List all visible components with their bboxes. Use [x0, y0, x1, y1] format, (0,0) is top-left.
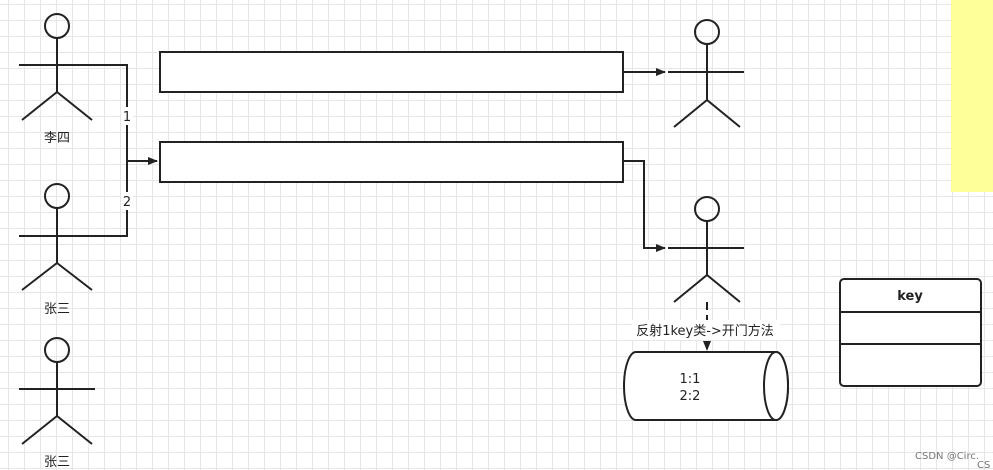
actor-label-zhang-san-1: 张三 [44, 302, 70, 317]
database-line-1: 1:1 [680, 372, 701, 387]
actor-right-leg [56, 262, 93, 291]
class-box-title: key [897, 289, 923, 304]
connector-zhang-san [95, 161, 128, 237]
class-box-key [839, 278, 982, 387]
actor-right-leg [56, 415, 93, 445]
reflection-label-bg [632, 320, 780, 340]
actor-right-leg [706, 99, 741, 128]
actor-head [694, 196, 720, 222]
database-cap [763, 351, 789, 421]
class-box-frame [839, 278, 982, 387]
process-bar-top [159, 51, 624, 93]
actor-right-leg [56, 91, 93, 121]
actor-left-leg [21, 262, 58, 291]
actor-head [44, 13, 70, 39]
actor-left-leg [21, 91, 58, 121]
edge-label-2-bg [121, 192, 133, 210]
actor-label-zhang-san-2: 张三 [44, 455, 70, 470]
actor-zhang-san-1 [19, 183, 95, 291]
actor-zhang-san-2 [19, 337, 95, 445]
actor-left-leg [21, 415, 58, 445]
watermark-text: CSDN @Circ. [915, 451, 979, 462]
actor-right-middle [668, 196, 744, 303]
actor-left-leg [673, 99, 708, 128]
actor-head [44, 337, 70, 363]
database-line-2: 2:2 [680, 389, 701, 404]
sticky-note [951, 0, 993, 192]
database-cylinder [623, 351, 789, 421]
actor-head [694, 19, 720, 45]
process-bar-bottom [159, 141, 624, 183]
edge-label-2: 2 [123, 195, 131, 210]
actor-left-leg [673, 274, 708, 303]
watermark-edge-text: CS [977, 460, 990, 470]
actor-right-top [668, 19, 744, 128]
actor-head [44, 183, 70, 209]
edge-label-1-bg [121, 107, 133, 125]
edge-label-1: 1 [123, 110, 131, 125]
reflection-label: 反射1key类->开门方法 [636, 323, 774, 339]
actor-right-leg [706, 274, 741, 303]
actor-label-li-si: 李四 [44, 131, 70, 146]
actor-li-si [19, 13, 95, 121]
connector-bottom-bar-to-actor [623, 160, 666, 252]
